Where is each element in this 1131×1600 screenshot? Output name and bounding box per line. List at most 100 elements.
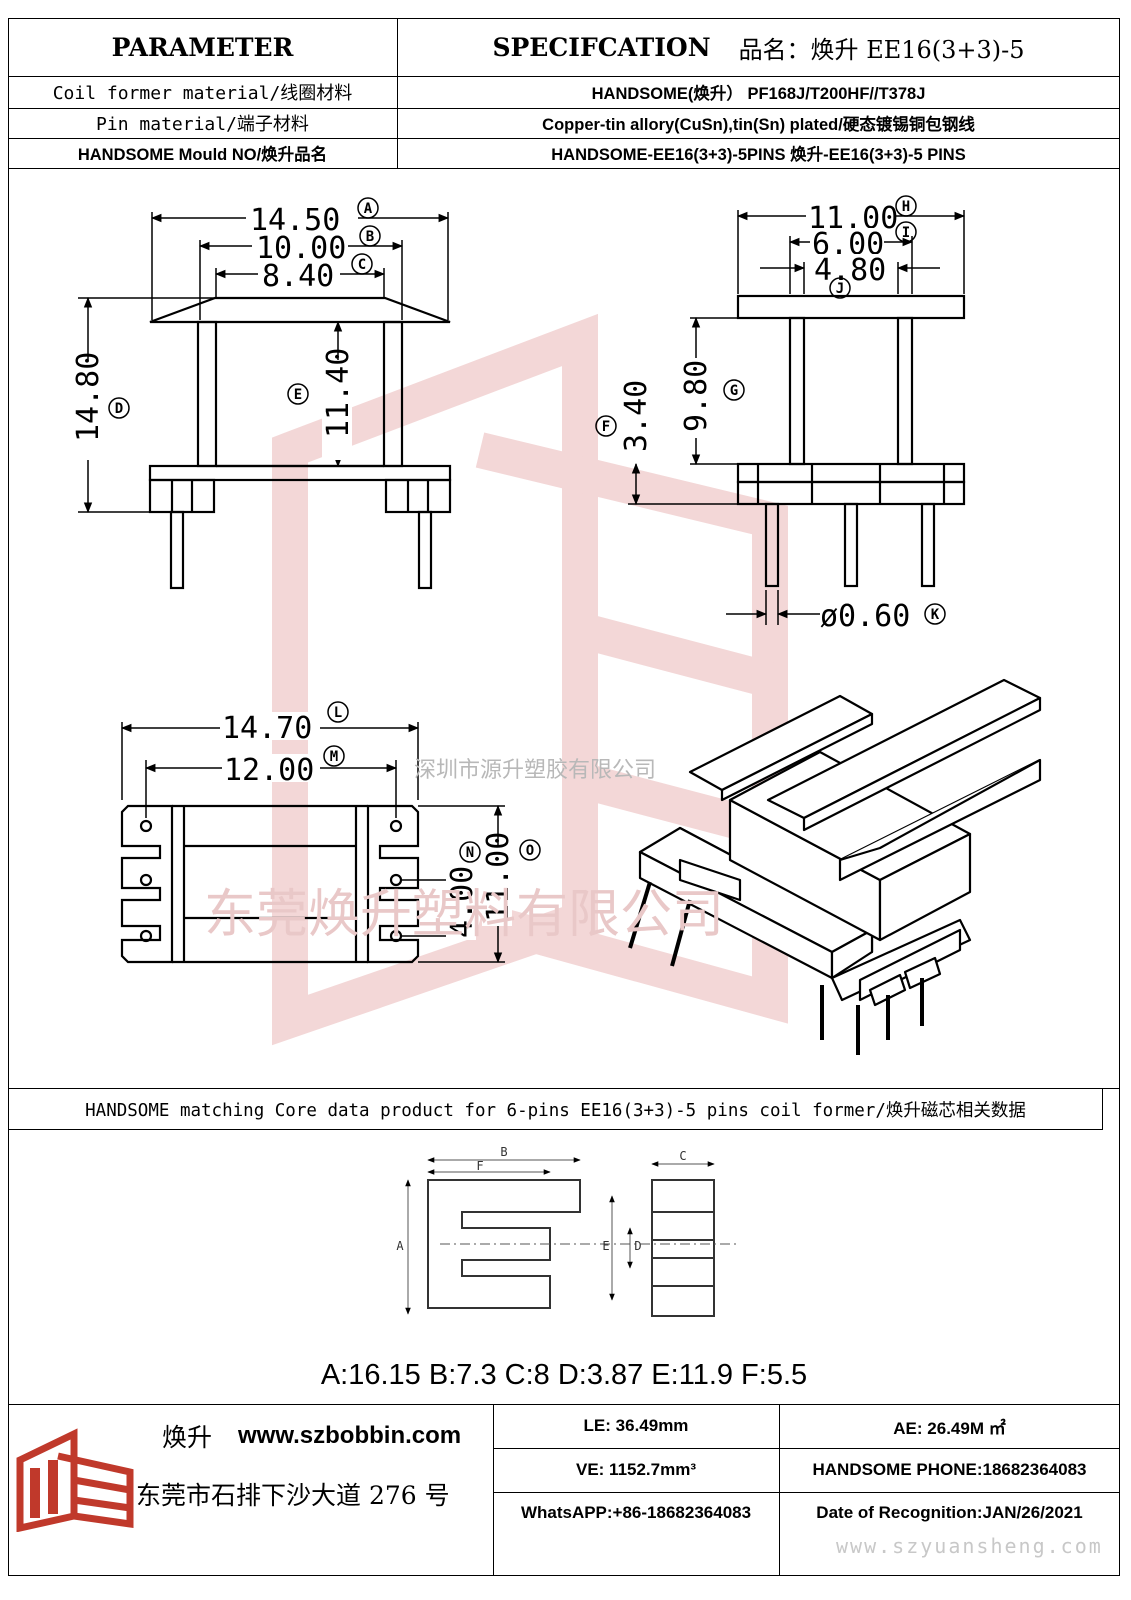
recognition-date: Date of Recognition:JAN/26/2021 (816, 1503, 1083, 1522)
front-view (148, 296, 452, 590)
side-pin-1 (764, 502, 780, 588)
side-top-flange (736, 294, 966, 320)
marker-c-icon (351, 253, 373, 275)
isometric-view (628, 678, 1042, 1055)
dim-k-label: ø0.60 (820, 599, 910, 634)
dim-f-label: 3.40 (619, 380, 654, 452)
core-side-outline (651, 1179, 715, 1317)
dim-n-label: 4.00 (445, 866, 480, 938)
side-left-post (788, 316, 806, 466)
side-pin-3 (920, 502, 936, 588)
company-brand: 焕升 (162, 1423, 213, 1452)
marker-e: E (294, 387, 302, 403)
row-value-mould-no: HANDSOME-EE16(3+3)-5PINS 焕升-EE16(3+3)-5 … (551, 146, 966, 164)
spec-sheet-frame (8, 18, 1120, 1576)
front-left-pin (169, 510, 185, 590)
core-label-d: D (634, 1239, 641, 1253)
marker-l: L (334, 705, 342, 721)
marker-m: M (330, 749, 338, 765)
marker-i: I (902, 225, 910, 241)
company-logo-icon (16, 1428, 134, 1532)
marker-h-icon (895, 195, 917, 217)
divider (493, 1448, 1120, 1449)
dim-o-label: 11.00 (481, 832, 516, 922)
phone-value: HANDSOME PHONE:18682364083 (812, 1460, 1087, 1479)
dim-m-label: 12.00 (224, 753, 314, 788)
bottom-left-terminal-block (120, 804, 174, 964)
core-label-e: E (602, 1239, 609, 1253)
marker-b-icon (359, 225, 381, 247)
ve-value: VE: 1152.7mm³ (575, 1460, 696, 1479)
watermark-url: www.szyuansheng.com (836, 1534, 1103, 1558)
product-name: 品名：焕升 EE16(3+3)-5 (738, 35, 1025, 64)
divider (8, 108, 1120, 109)
dim-e-label: 11.40 (321, 348, 356, 438)
side-view (736, 294, 966, 588)
dim-j-label: 4.80 (814, 253, 886, 288)
divider (8, 1404, 1120, 1405)
marker-j-icon (829, 277, 851, 299)
core-label-b: B (500, 1145, 507, 1159)
watermark-text-small: 深圳市源升塑胶有限公司 (414, 758, 657, 783)
front-right-post (382, 320, 404, 468)
row-label-pin-material: Pin material/端子材料 (96, 114, 309, 135)
marker-n-icon (459, 841, 481, 863)
pin-hole (389, 819, 403, 833)
side-pin-2 (843, 502, 859, 588)
divider (397, 18, 398, 168)
marker-d: D (115, 401, 123, 417)
parameter-header: PARAMETER (111, 32, 294, 62)
row-label-mould-no: HANDSOME Mould NO/焕升品名 (77, 146, 328, 164)
marker-a: A (364, 201, 373, 217)
front-left-post (196, 320, 218, 468)
dim-l-label: 14.70 (222, 711, 312, 746)
row-label-coil-material: Coil former material/线圈材料 (52, 83, 353, 104)
divider (779, 1404, 780, 1576)
company-brand-line: 焕升 www.szbobbin.com (162, 1416, 461, 1456)
le-value: LE: 36.49mm (583, 1416, 689, 1435)
bottom-right-terminal-block (366, 804, 420, 964)
marker-g: G (730, 383, 738, 399)
core-diagram: B F A C E D (396, 1145, 740, 1317)
pin-hole (139, 819, 153, 833)
core-section-title: HANDSOME matching Core data product for … (85, 1100, 1026, 1121)
specification-title: SPECIFCATION (492, 32, 711, 62)
core-label-c: C (679, 1149, 686, 1163)
company-website: www.szbobbin.com (238, 1422, 462, 1449)
marker-d-icon (108, 397, 130, 419)
ae-value: AE: 26.49M ㎡ (893, 1418, 1006, 1438)
watermark-text-large: 东莞焕升塑料有限公司 (204, 885, 725, 945)
marker-o-icon (519, 839, 541, 861)
dim-c-label: 8.40 (262, 259, 334, 294)
divider (8, 168, 1120, 169)
marker-g-icon (723, 379, 745, 401)
e-core-outline (427, 1179, 581, 1309)
marker-f-icon (595, 415, 617, 437)
marker-l-icon (327, 701, 349, 723)
divider (8, 76, 1120, 77)
marker-m-icon (323, 745, 345, 767)
front-base-plate (148, 464, 452, 482)
side-right-post (896, 316, 914, 466)
marker-k: K (931, 607, 940, 623)
core-label-f: F (476, 1159, 483, 1173)
marker-a-icon (357, 197, 379, 219)
dim-d-label: 14.80 (71, 352, 106, 442)
whatsapp-value: WhatsAPP:+86-18682364083 (520, 1503, 752, 1522)
front-top-flange (149, 296, 451, 324)
marker-f: F (602, 419, 610, 435)
pin-hole (389, 929, 403, 943)
divider (8, 138, 1120, 139)
core-dimensions: A:16.15 B:7.3 C:8 D:3.87 E:11.9 F:5.5 (320, 1358, 808, 1391)
pin-hole (139, 873, 153, 887)
pin-hole (139, 929, 153, 943)
marker-e-icon (287, 383, 309, 405)
row-value-coil-material: HANDSOME(焕升） PF168J/T200HF//T378J (591, 85, 926, 103)
divider (493, 1404, 494, 1576)
marker-i-icon (895, 221, 917, 243)
marker-k-icon (924, 603, 946, 625)
core-label-a: A (396, 1239, 404, 1253)
front-right-pin (417, 510, 433, 590)
specification-header: SPECIFCATION 品名：焕升 EE16(3+3)-5 (397, 18, 1120, 76)
divider (493, 1492, 1120, 1493)
